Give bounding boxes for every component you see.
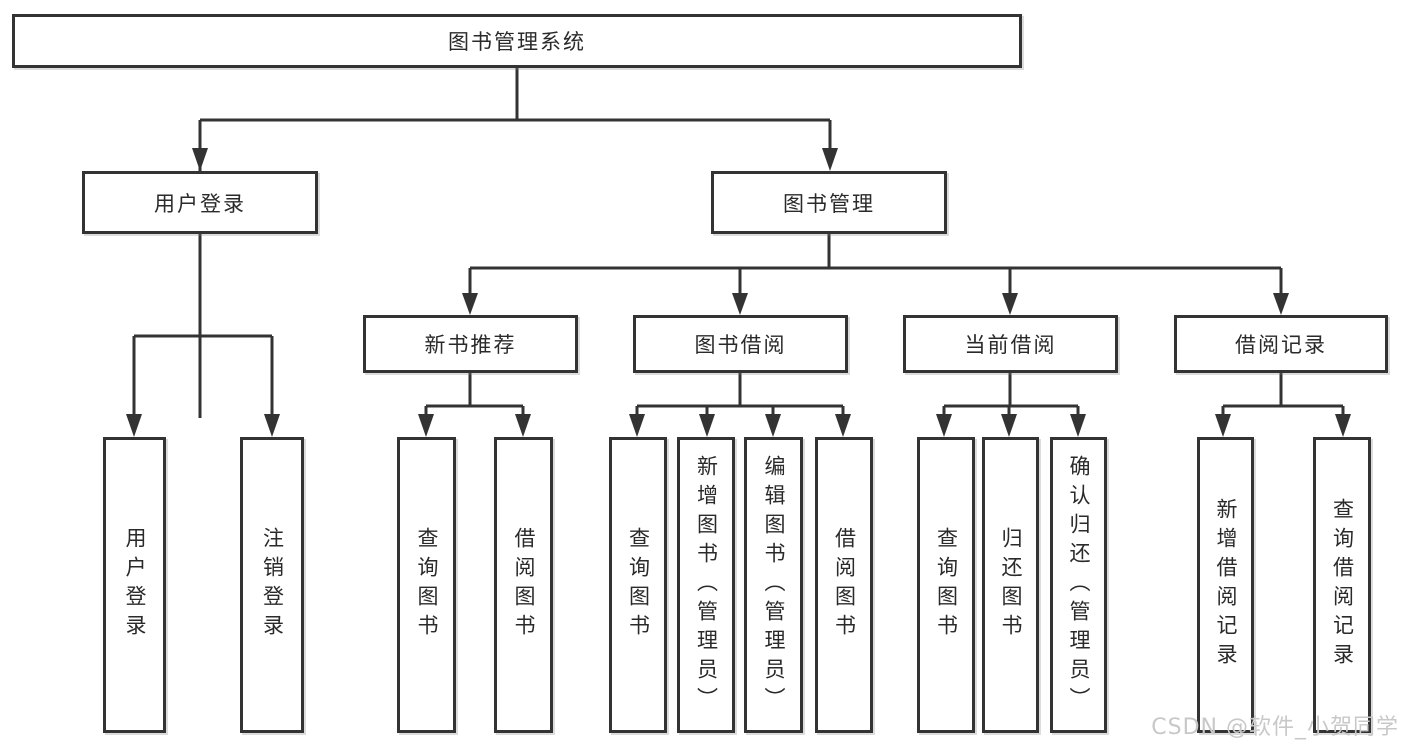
leaf-user-login: 用户登录: [103, 437, 166, 733]
connector-root-shafts: [198, 68, 832, 152]
arrowhead: [699, 414, 715, 437]
node-root-label: 图书管理系统: [448, 30, 586, 54]
leaf-query-books-borrow: 查询图书: [609, 437, 667, 733]
leaf-confirm-return-admin: 确认归还（管理员）: [1050, 437, 1107, 733]
node-book-management-label: 图书管理: [783, 191, 875, 216]
arrowhead: [1001, 414, 1017, 437]
leaf-query-borrow-record: 查询借阅记录: [1313, 437, 1371, 733]
arrowhead: [835, 414, 851, 437]
leaf-label: 编辑图书（管理员）: [762, 454, 786, 716]
arrowhead: [264, 414, 280, 437]
node-new-book-recommend-label: 新书推荐: [424, 333, 517, 357]
leaf-label: 查询借阅记录: [1330, 498, 1355, 672]
leaf-borrow-books-recommend: 借阅图书: [494, 437, 553, 733]
arrowhead: [515, 414, 531, 437]
node-borrow-records-label: 借阅记录: [1235, 333, 1327, 357]
connector-user-login: [132, 234, 274, 418]
node-book-borrow-label: 图书借阅: [694, 333, 787, 357]
node-current-borrow-label: 当前借阅: [964, 333, 1057, 357]
arrowhead: [1273, 293, 1289, 315]
arrowhead: [192, 148, 208, 171]
arrowhead: [418, 414, 434, 437]
leaf-query-books-recommend: 查询图书: [397, 437, 456, 733]
arrowhead: [732, 293, 748, 315]
leaf-label: 借阅图书: [512, 527, 536, 643]
leaf-add-borrow-record: 新增借阅记录: [1197, 437, 1254, 733]
node-current-borrow: 当前借阅: [903, 315, 1118, 373]
arrowhead: [1215, 414, 1231, 437]
leaf-label: 查询图书: [934, 527, 959, 643]
leaf-label: 新增借阅记录: [1214, 498, 1238, 672]
leaf-label: 用户登录: [123, 527, 147, 643]
node-borrow-records: 借阅记录: [1174, 315, 1388, 373]
watermark: CSDN @软件_小贺同学: [1151, 715, 1399, 740]
leaf-add-books-admin: 新增图书（管理员）: [677, 437, 735, 733]
node-user-login: 用户登录: [82, 171, 318, 234]
leaf-logout: 注销登录: [240, 437, 304, 733]
leaf-label: 确认归还（管理员）: [1067, 454, 1091, 716]
leaf-query-books-current: 查询图书: [917, 437, 975, 733]
arrowhead: [822, 148, 838, 171]
connector-borrow-records: [1221, 373, 1345, 418]
connector-current-borrow: [942, 373, 1080, 418]
leaf-label: 借阅图书: [832, 527, 857, 643]
arrowhead: [1002, 293, 1018, 315]
arrowhead: [1070, 414, 1086, 437]
connector-book-management: [468, 234, 1283, 297]
leaf-return-books: 归还图书: [982, 437, 1039, 733]
node-book-management: 图书管理: [711, 171, 947, 234]
leaf-borrow-books: 借阅图书: [815, 437, 873, 733]
node-new-book-recommend: 新书推荐: [363, 315, 578, 373]
leaf-edit-books-admin: 编辑图书（管理员）: [744, 437, 803, 733]
node-user-login-label: 用户登录: [154, 191, 246, 216]
arrowhead: [936, 414, 952, 437]
leaf-label: 归还图书: [999, 527, 1023, 643]
arrowhead: [1335, 414, 1351, 437]
node-root: 图书管理系统: [12, 14, 1022, 68]
arrowhead: [126, 414, 142, 437]
node-book-borrow: 图书借阅: [633, 315, 848, 373]
leaf-label: 查询图书: [626, 527, 651, 643]
connector-book-borrow: [635, 373, 845, 418]
arrowhead: [462, 293, 478, 315]
arrowhead: [765, 414, 781, 437]
leaf-label: 查询图书: [415, 527, 439, 643]
connector-new-book: [424, 373, 525, 418]
arrowhead: [629, 414, 645, 437]
leaf-label: 新增图书（管理员）: [694, 454, 719, 716]
leaf-label: 注销登录: [260, 527, 285, 643]
